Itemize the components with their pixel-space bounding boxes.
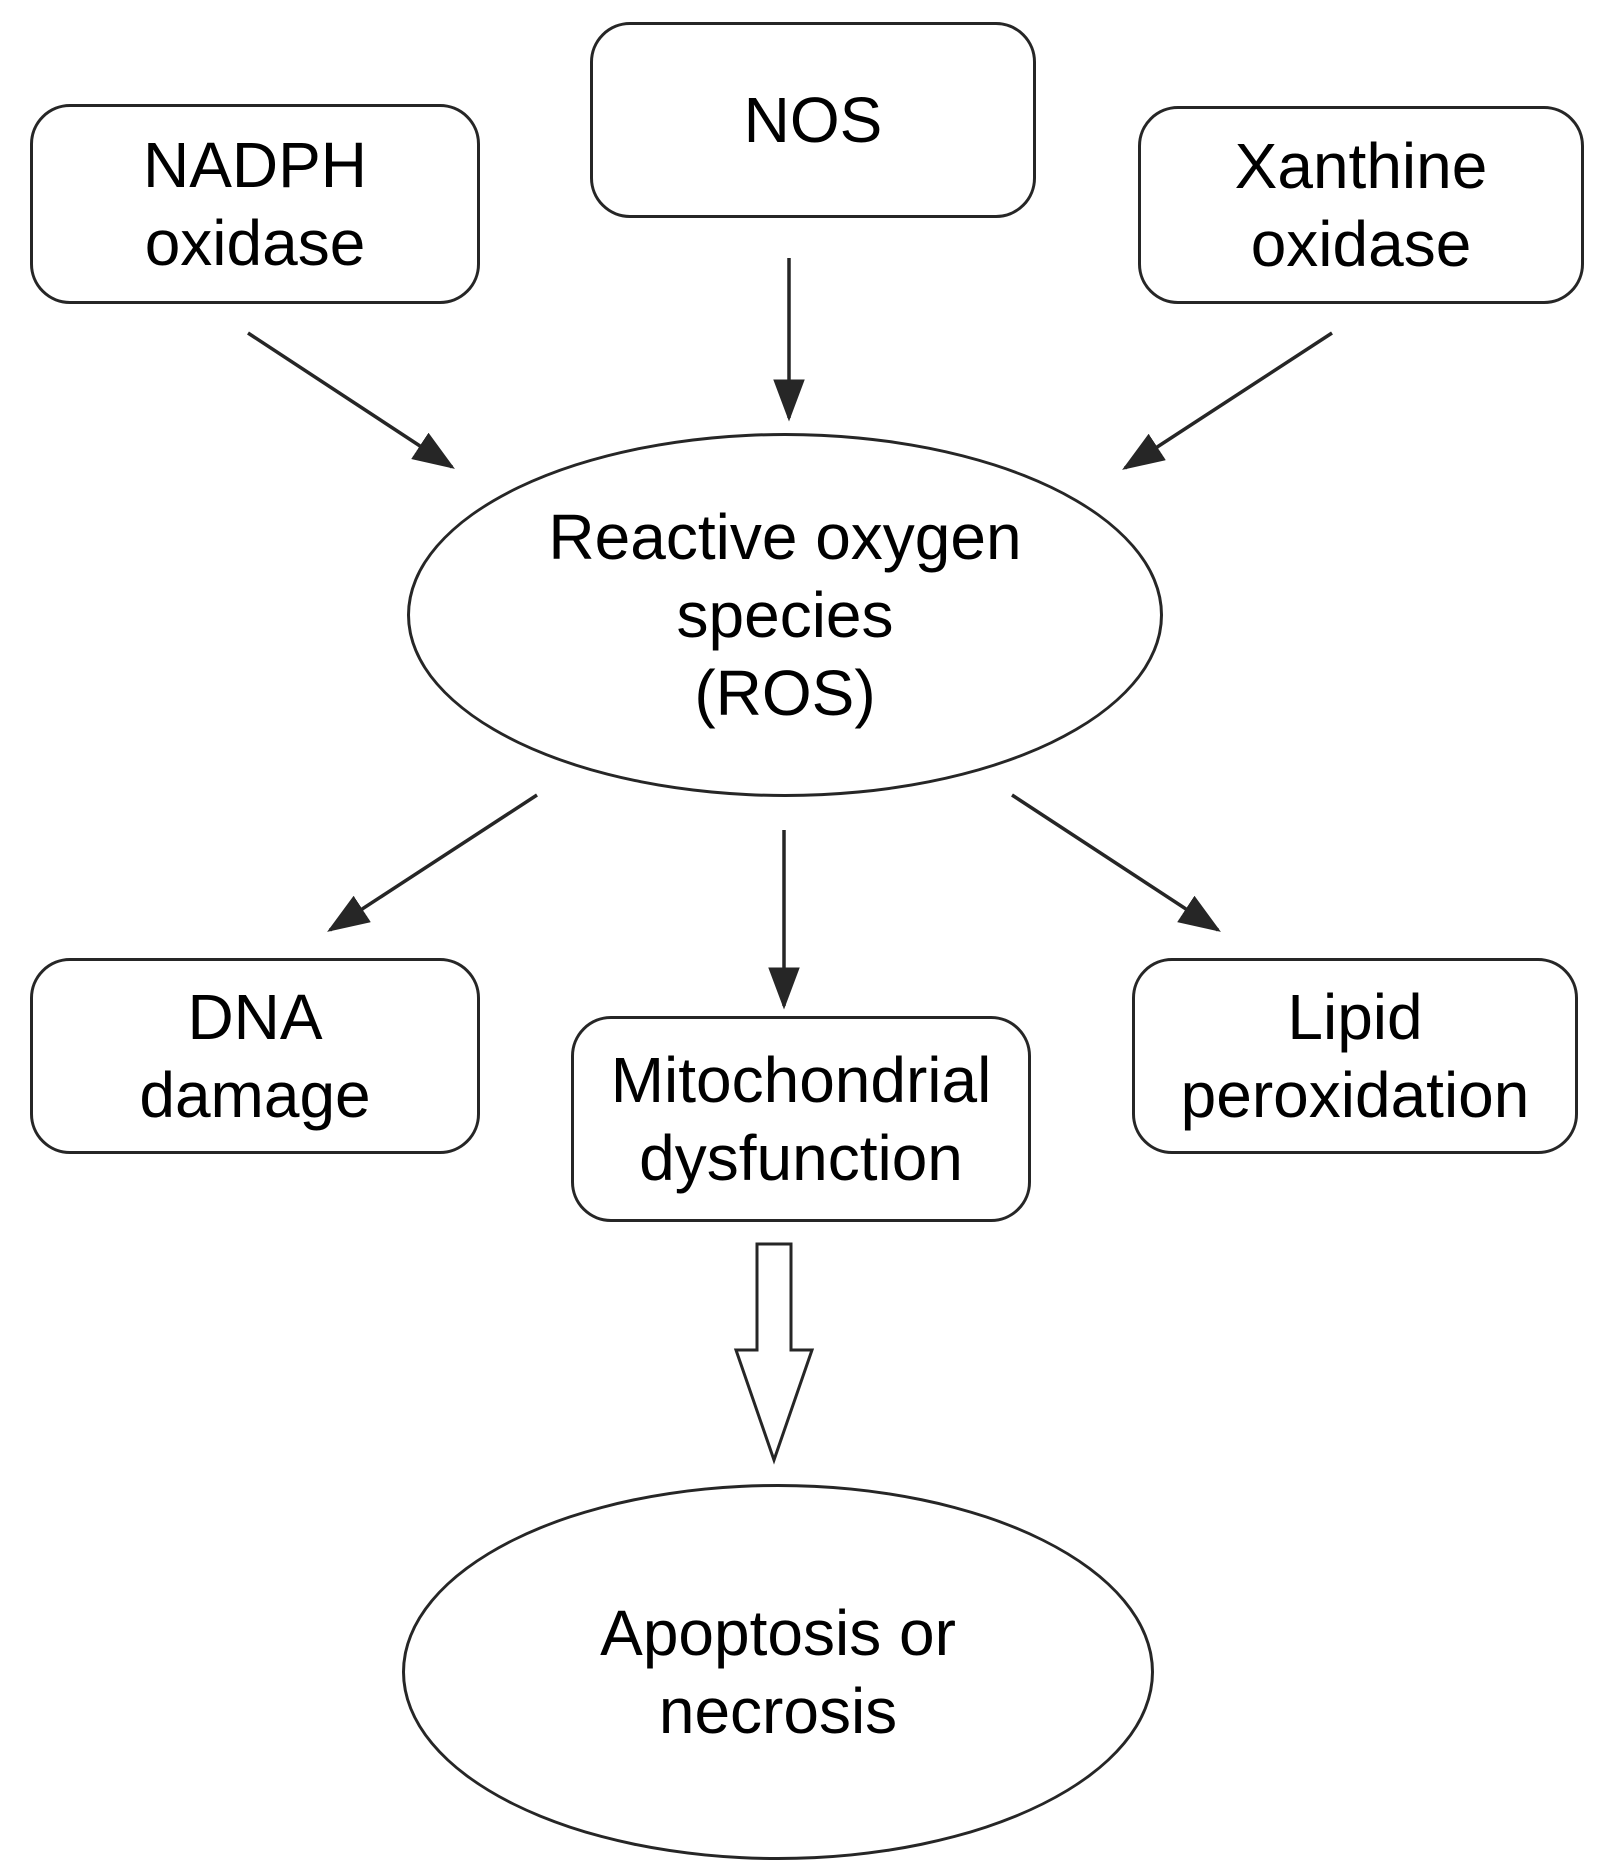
label-line: Lipid bbox=[1287, 981, 1423, 1053]
label-line: Mitochondrial bbox=[610, 1044, 992, 1116]
label-line: NOS bbox=[743, 84, 883, 156]
node-ros-label: Reactive oxygen species (ROS) bbox=[548, 498, 1021, 732]
label-line: oxidase bbox=[144, 207, 366, 279]
node-dna-damage: DNA damage bbox=[30, 958, 480, 1154]
node-lipid-peroxidation-label: Lipid peroxidation bbox=[1181, 978, 1530, 1134]
arrow-nadph-to-ros bbox=[247, 331, 455, 469]
node-nos: NOS bbox=[590, 22, 1036, 218]
node-lipid-peroxidation: Lipid peroxidation bbox=[1132, 958, 1578, 1154]
label-line: NADPH bbox=[142, 129, 368, 201]
label-line: dysfunction bbox=[639, 1122, 963, 1194]
node-xanthine-oxidase-label: Xanthine oxidase bbox=[1235, 127, 1488, 283]
label-line: peroxidation bbox=[1180, 1059, 1530, 1131]
node-dna-damage-label: DNA damage bbox=[139, 978, 370, 1134]
node-xanthine-oxidase: Xanthine oxidase bbox=[1138, 106, 1584, 304]
node-nadph-oxidase: NADPH oxidase bbox=[30, 104, 480, 304]
label-line: Reactive oxygen bbox=[548, 501, 1022, 573]
arrow-ros-to-dna-damage bbox=[327, 793, 538, 932]
label-line: necrosis bbox=[658, 1675, 898, 1747]
label-line: (ROS) bbox=[694, 657, 876, 729]
node-apoptosis-or-necrosis-label: Apoptosis or necrosis bbox=[600, 1594, 956, 1750]
label-line: species bbox=[676, 579, 894, 651]
label-line: Xanthine bbox=[1234, 130, 1488, 202]
node-reactive-oxygen-species: Reactive oxygen species (ROS) bbox=[407, 433, 1163, 797]
arrow-xanthine-to-ros bbox=[1122, 331, 1333, 470]
node-nadph-oxidase-label: NADPH oxidase bbox=[143, 126, 367, 282]
node-mitochondrial-dysfunction: Mitochondrial dysfunction bbox=[571, 1016, 1031, 1222]
arrow-ros-to-lipid-peroxidation bbox=[1011, 793, 1221, 932]
node-nos-label: NOS bbox=[744, 81, 883, 159]
label-line: oxidase bbox=[1250, 208, 1472, 280]
label-line: damage bbox=[139, 1059, 371, 1131]
label-line: DNA bbox=[187, 981, 323, 1053]
label-line: Apoptosis or bbox=[600, 1597, 956, 1669]
node-mitochondrial-dysfunction-label: Mitochondrial dysfunction bbox=[611, 1041, 992, 1197]
node-apoptosis-or-necrosis: Apoptosis or necrosis bbox=[402, 1484, 1154, 1860]
block-arrow-mito-to-apoptosis bbox=[733, 1242, 815, 1465]
